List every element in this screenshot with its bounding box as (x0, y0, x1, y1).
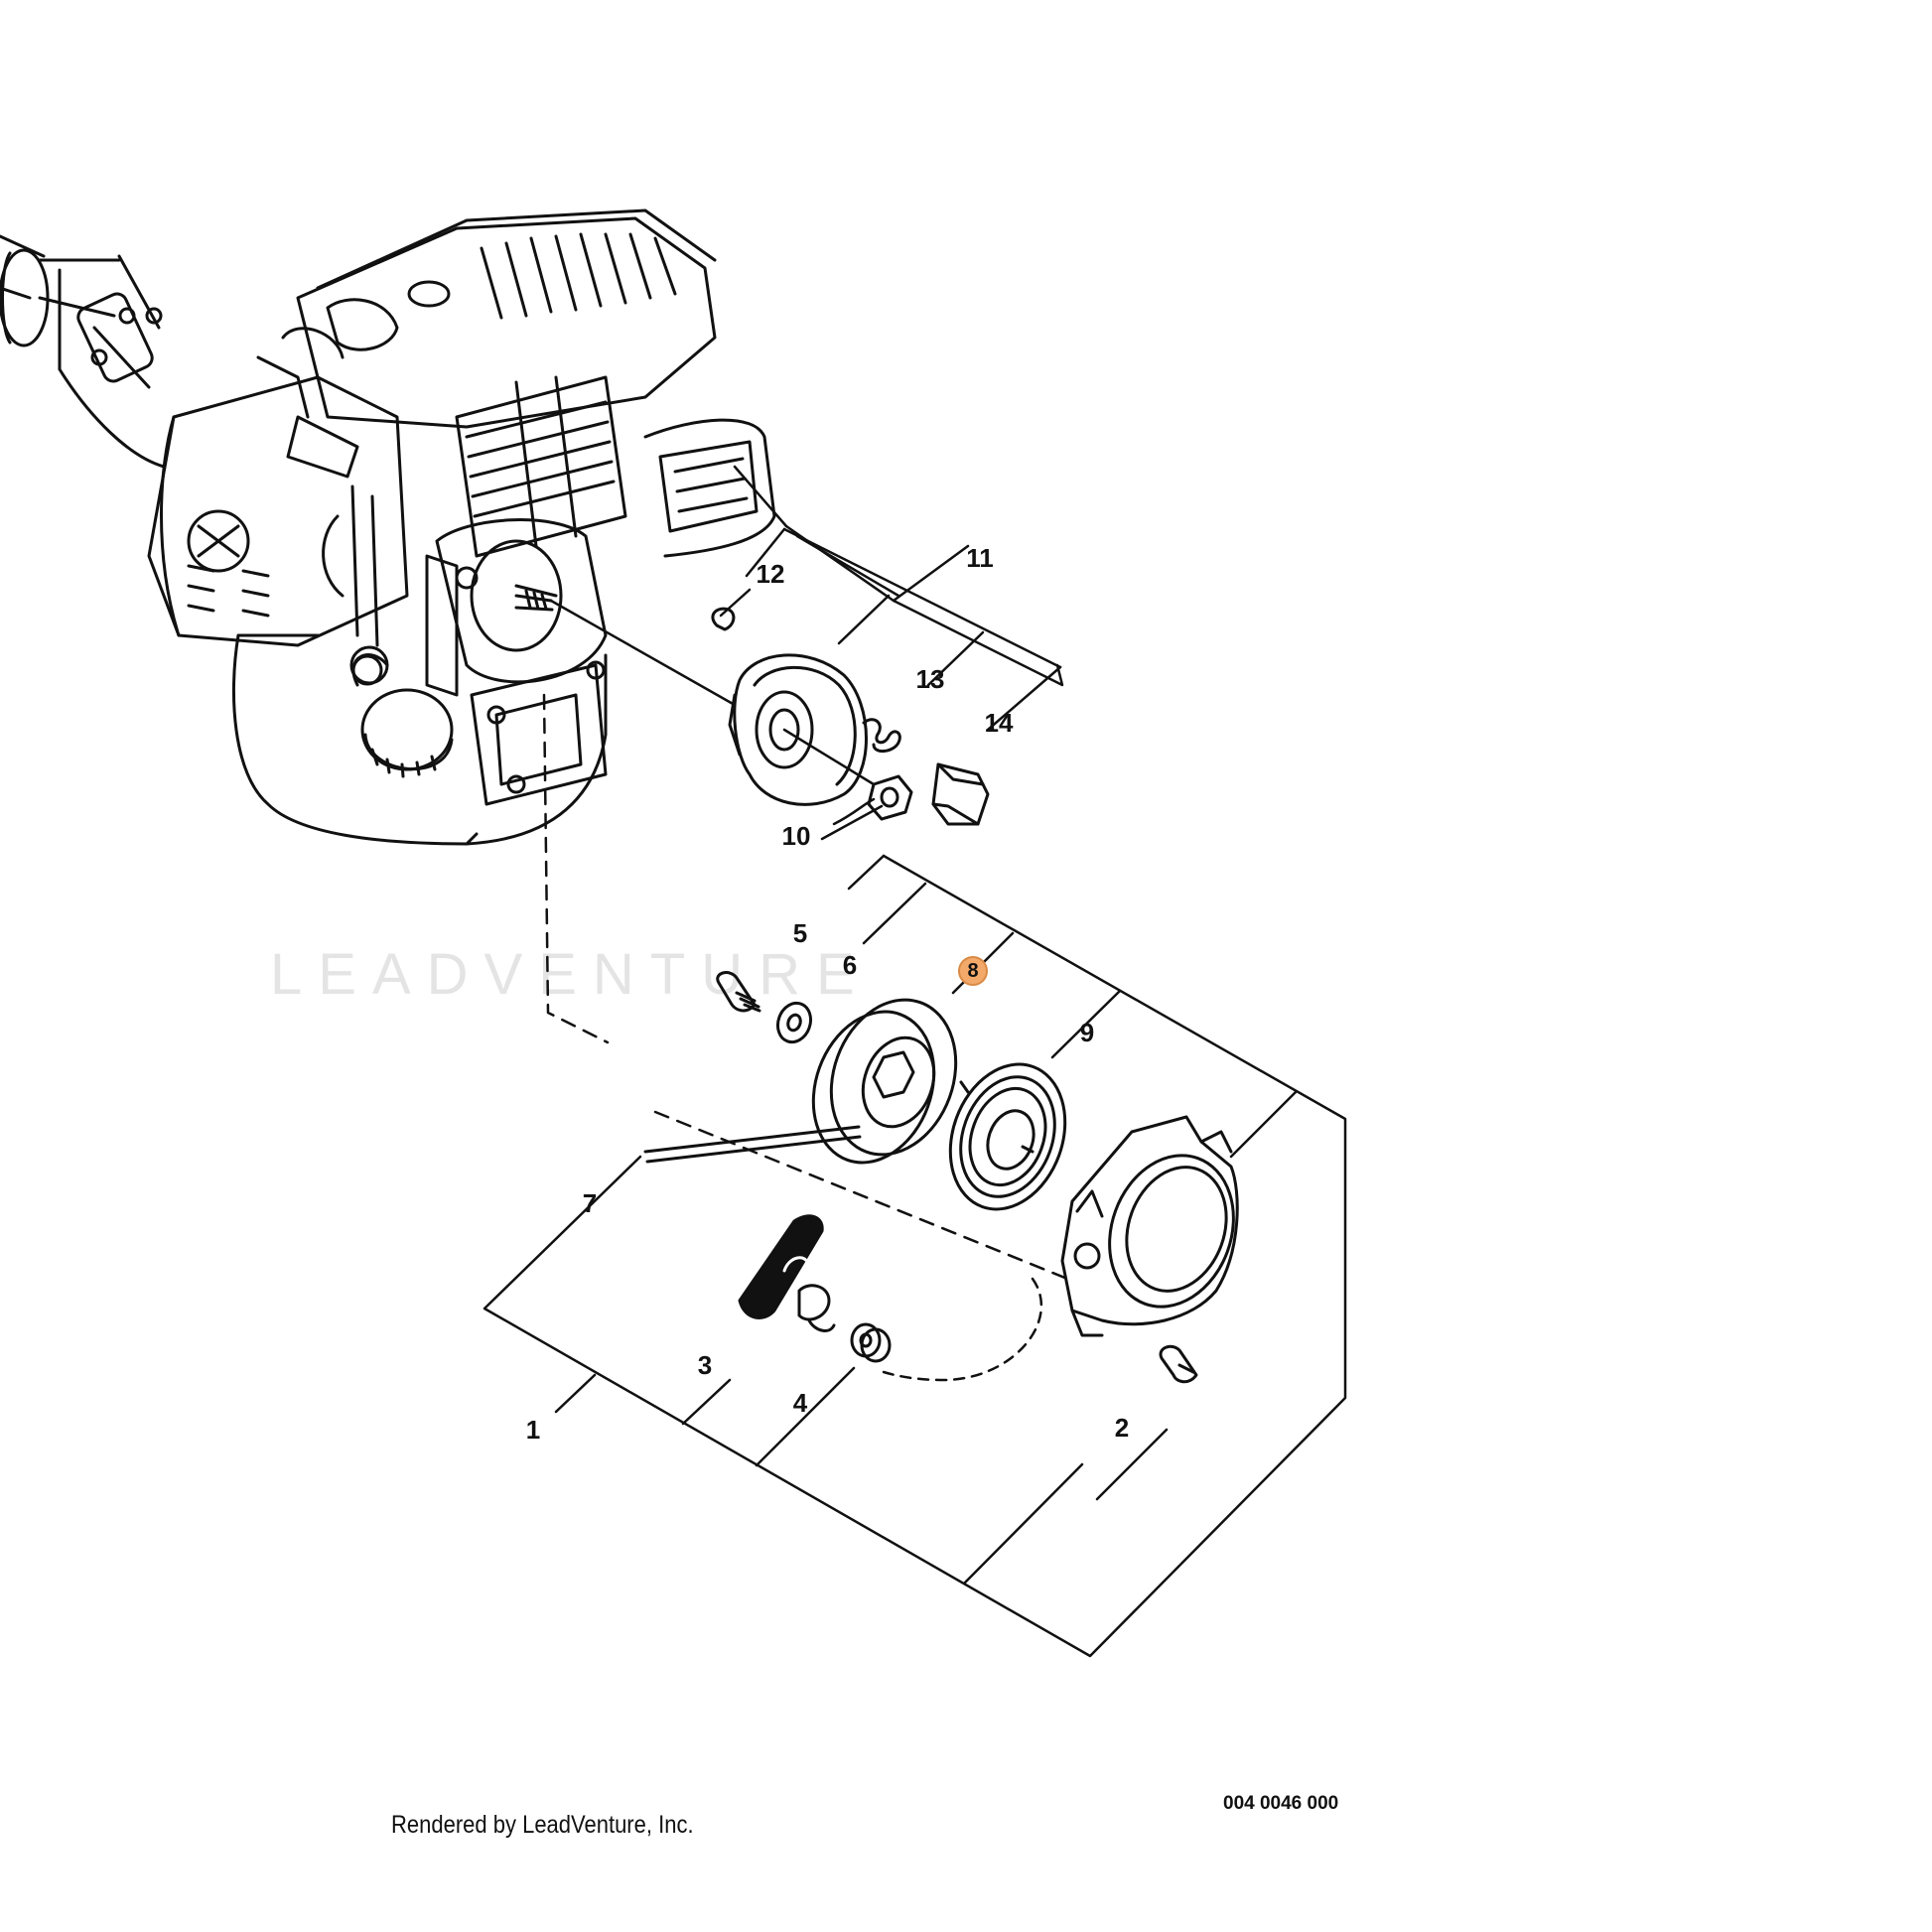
part-7-rope-pulley (643, 998, 958, 1165)
callout-1[interactable]: 1 (525, 1415, 541, 1445)
part-14-pawl (931, 762, 990, 826)
callout-13[interactable]: 13 (915, 664, 945, 694)
engine-assembly-drawing (0, 208, 776, 846)
part-5-screw (716, 971, 761, 1013)
part-9-recoil-spring (948, 1062, 1067, 1211)
callout-10[interactable]: 10 (781, 821, 811, 851)
part-6-washer (775, 1001, 813, 1044)
part-2-screw (1159, 1344, 1198, 1384)
callout-8-highlighted[interactable]: 8 (958, 956, 988, 986)
callout-5[interactable]: 5 (792, 918, 808, 948)
callout-7[interactable]: 7 (582, 1188, 598, 1218)
part-13-spring (862, 718, 901, 753)
callout-9[interactable]: 9 (1079, 1018, 1095, 1047)
part-3-starter-handle (738, 1214, 836, 1332)
callout-leader-lines (483, 465, 1347, 1658)
part-2-starter-housing (1060, 1115, 1239, 1337)
callout-3[interactable]: 3 (697, 1350, 713, 1380)
part-4-grommet (850, 1322, 892, 1363)
callout-6[interactable]: 6 (842, 950, 858, 980)
part-12-clip (711, 607, 736, 631)
callout-12[interactable]: 12 (756, 559, 785, 589)
callout-4[interactable]: 4 (792, 1388, 808, 1418)
callout-2[interactable]: 2 (1114, 1413, 1130, 1443)
callout-14[interactable]: 14 (984, 708, 1014, 738)
part-11-flywheel-cover (549, 599, 876, 806)
diagram-code: 004 0046 000 (1223, 1793, 1339, 1814)
callout-11[interactable]: 11 (966, 543, 994, 573)
part-10-nut (867, 774, 913, 821)
render-credit: Rendered by LeadVenture, Inc. (391, 1811, 694, 1839)
